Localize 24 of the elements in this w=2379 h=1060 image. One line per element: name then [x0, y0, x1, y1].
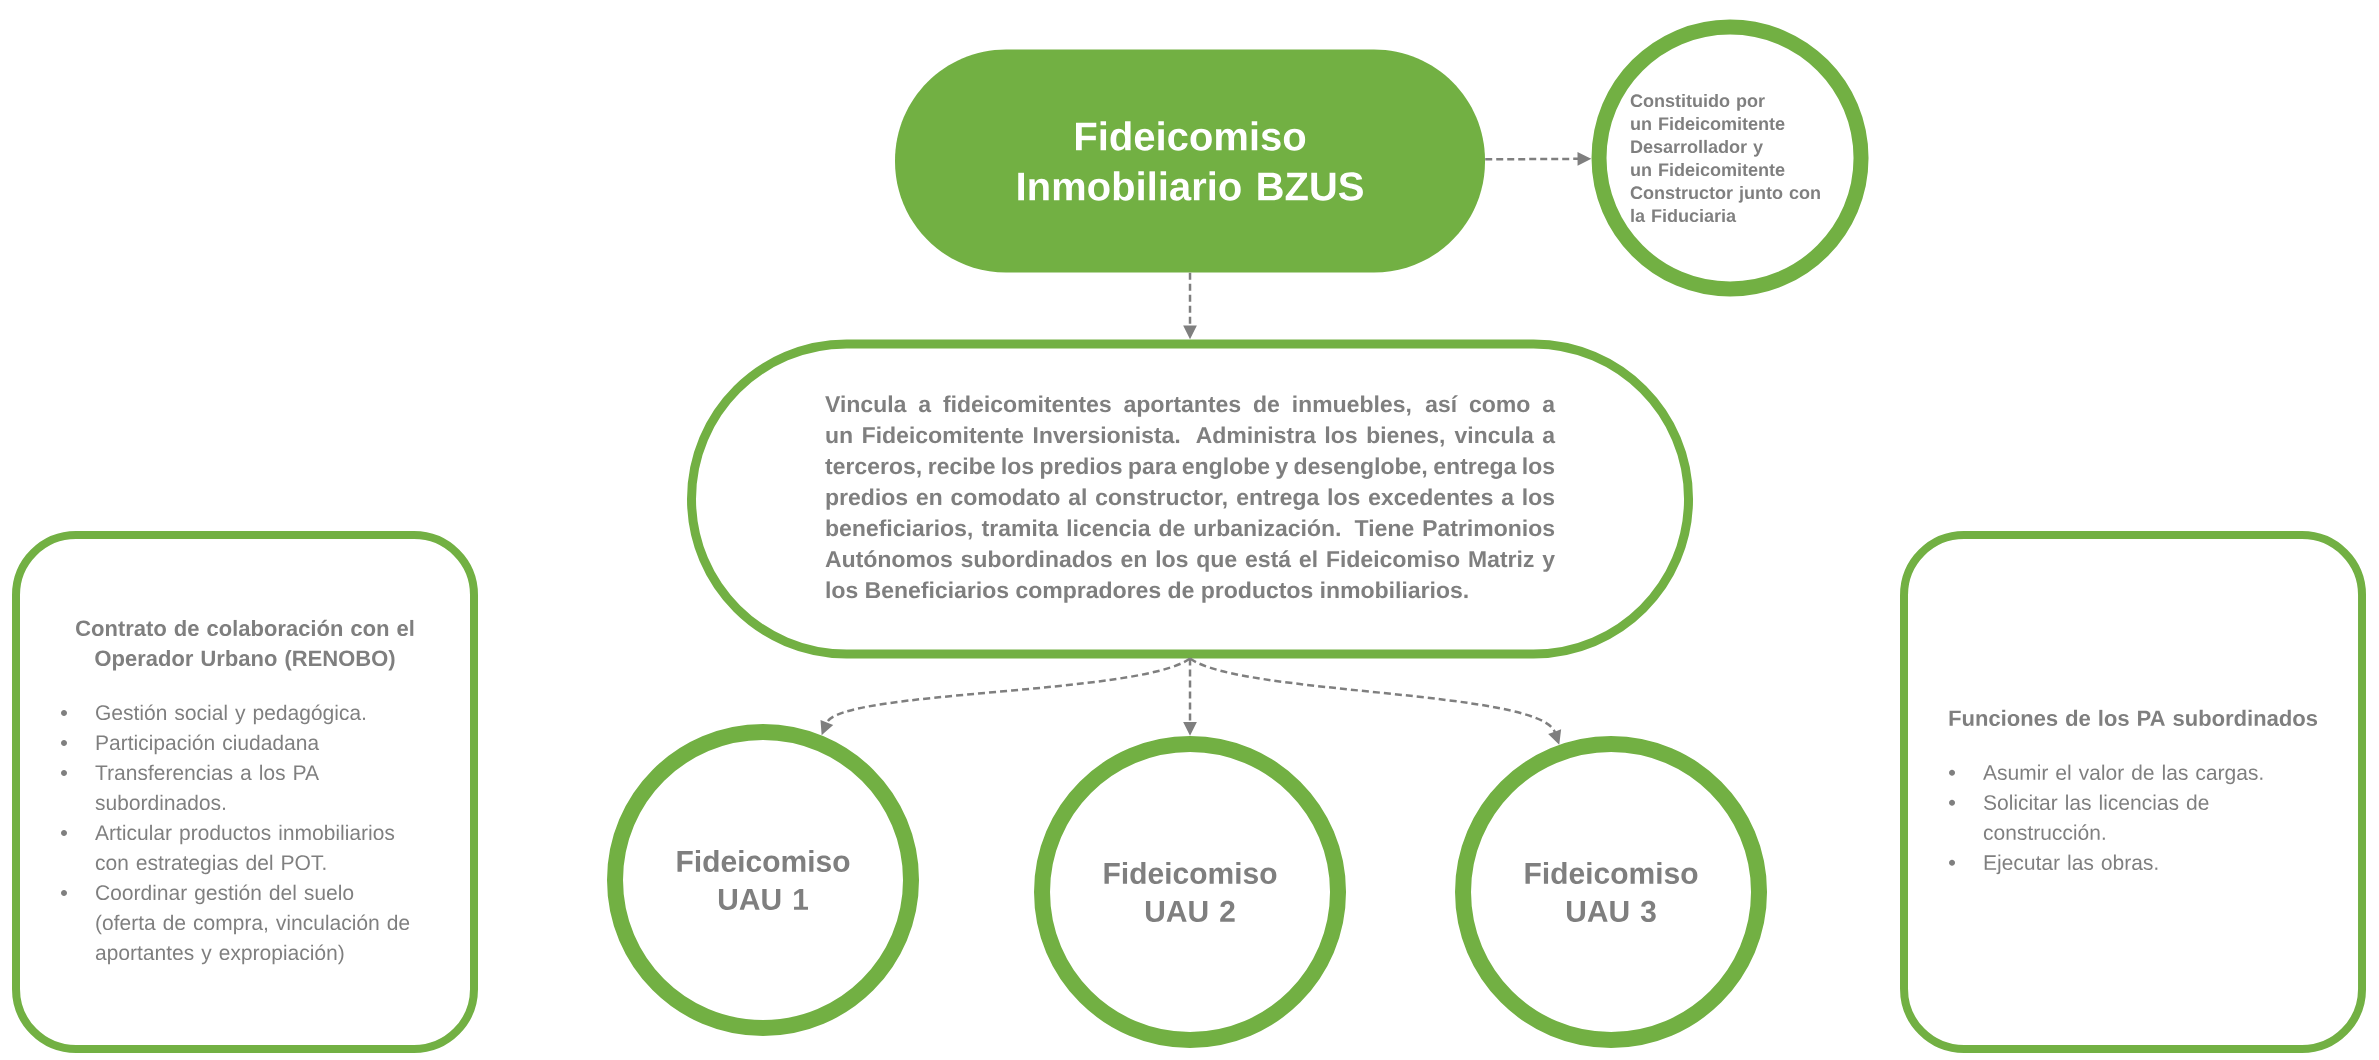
circle-label: Fideicomiso UAU 3 [1525, 861, 1698, 923]
bullet-item: Transferencias a los PA subordinados. [61, 764, 319, 811]
pill-box [895, 49, 1485, 273]
description-text: Vincula a fideicomitentes aportantes de inmuebles, así como a un Fideicomitente Inversionista. Administra los bienes, vincula a terceros, recibe los predios para englobe y desenglobe, entrega los predios en comodato al constructor, entrega los excedentes a los beneficiarios, tramita licencia de urbanización. Tiene Patrimonios Autónomos subordinados en los que está el Fideicomiso Matriz y los Beneficiarios compradores de productos inmobiliarios. [825, 395, 1556, 603]
bullet-item: Gestión social y pedagógica. [61, 704, 365, 725]
rounded-box [1900, 531, 2367, 1053]
circle-node [1034, 736, 1346, 1048]
circle-node [1591, 19, 1869, 297]
circle-node [1455, 736, 1767, 1048]
circle-text: Constituido por un Fideicomitente Desarrollador y un Fideicomitente Constructor junto con la Fiduciaria [1630, 93, 1820, 223]
bullet-item: Articular productos inmobiliarios con estrategias del POT. [61, 824, 395, 875]
pill-label: Fideicomiso Inmobiliario BZUS [1018, 121, 1363, 201]
box-heading: Contrato de colaboración con el Operador Urbano (RENOBO) [76, 619, 414, 671]
bullet-item: Participación ciudadana [61, 734, 320, 755]
circle-label: Fideicomiso UAU 2 [1104, 862, 1277, 923]
bullet-item: Ejecutar las obras. [1949, 854, 2158, 875]
bullet-item: Asumir el valor de las cargas. [1949, 764, 2263, 785]
rounded-box [12, 531, 478, 1053]
circle-label: Fideicomiso UAU 1 [677, 850, 850, 911]
bullet-item: Coordinar gestión del suelo (oferta de compra, vinculación de aportantes y expropiación) [61, 884, 410, 965]
bullet-item: Solicitar las licencias de construcción. [1949, 794, 2209, 840]
box-heading: Funciones de los PA subordinados [1949, 709, 2318, 726]
pill-box [687, 339, 1693, 659]
circle-node [607, 724, 919, 1036]
